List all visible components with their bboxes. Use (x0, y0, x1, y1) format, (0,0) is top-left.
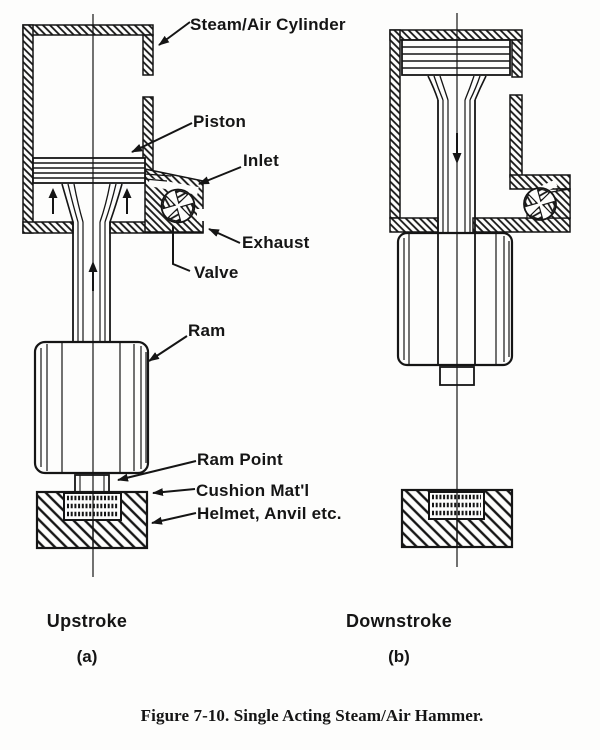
panel-a-title: Upstroke (46, 611, 128, 631)
panel-b-tag: (b) (388, 647, 410, 666)
panel-a-tag: (a) (76, 647, 98, 666)
label-helmet-anvil: Helmet, Anvil etc. (197, 504, 342, 523)
label-cushion-material: Cushion Mat'l (196, 481, 310, 500)
panel-b-title: Downstroke (345, 611, 453, 631)
label-valve: Valve (194, 263, 239, 282)
label-piston: Piston (193, 112, 247, 131)
label-ram: Ram (188, 321, 226, 340)
label-ram-point: Ram Point (197, 450, 283, 469)
figure-caption: Figure 7-10. Single Acting Steam/Air Ham… (140, 706, 484, 725)
label-inlet: Inlet (243, 151, 279, 170)
panel-upstroke-drawing (22, 14, 204, 577)
panel-downstroke-drawing (389, 13, 571, 567)
leader-lines (117, 21, 242, 525)
label-exhaust: Exhaust (242, 233, 310, 252)
label-steam-air-cylinder: Steam/Air Cylinder (190, 15, 346, 34)
